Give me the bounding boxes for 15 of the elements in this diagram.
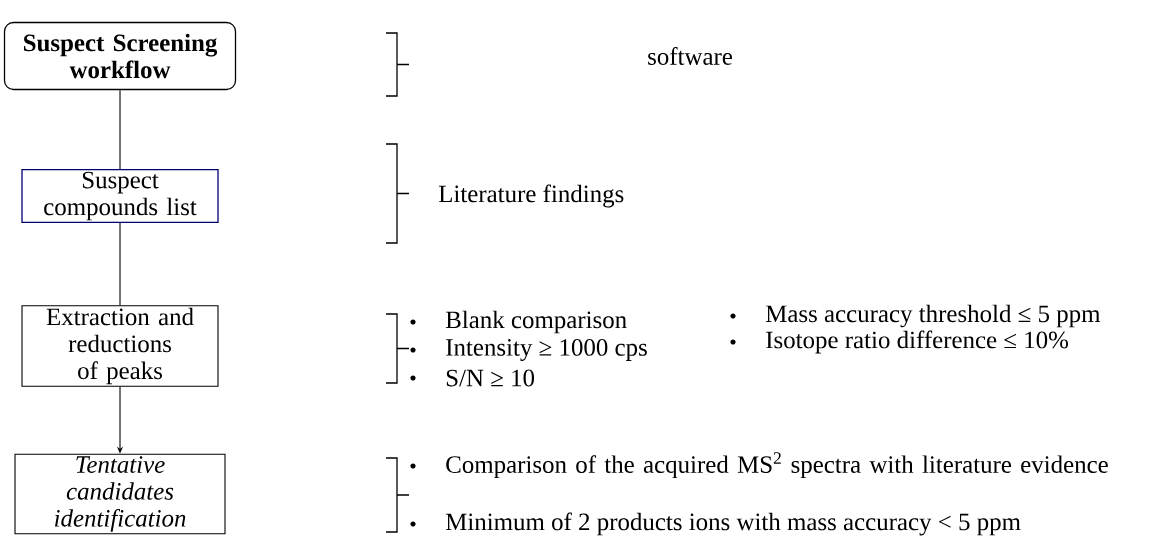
bullet-text: Blank comparison	[445, 310, 627, 334]
process-box: Tentative candidates identification	[14, 453, 226, 535]
process-box: Extraction and reductions of peaks	[21, 305, 219, 387]
bullet-text: Intensity ≥ 1000 cps	[446, 339, 647, 361]
connector-line	[119, 89, 121, 170]
bullet-text: S/N ≥ 10	[446, 369, 535, 387]
title-box: Suspect Screening workflow	[3, 21, 237, 91]
bullet-text: Minimum of 2 products ions with mass accuracy < 5 ppm	[445, 512, 1021, 536]
process-box: Suspect compounds list	[21, 169, 219, 223]
annotation-text: Literature findings	[438, 184, 624, 208]
annotation-text: software	[648, 47, 732, 65]
bullet-text: Mass accuracy threshold ≤ 5 ppm	[765, 304, 1101, 328]
bullet-text: Comparison of the acquired MS$^{2}$ spectra with literature evidence	[446, 452, 1108, 479]
connector-line	[119, 222, 121, 306]
bullet-text: Isotope ratio difference ≤ 10%	[766, 330, 1069, 354]
